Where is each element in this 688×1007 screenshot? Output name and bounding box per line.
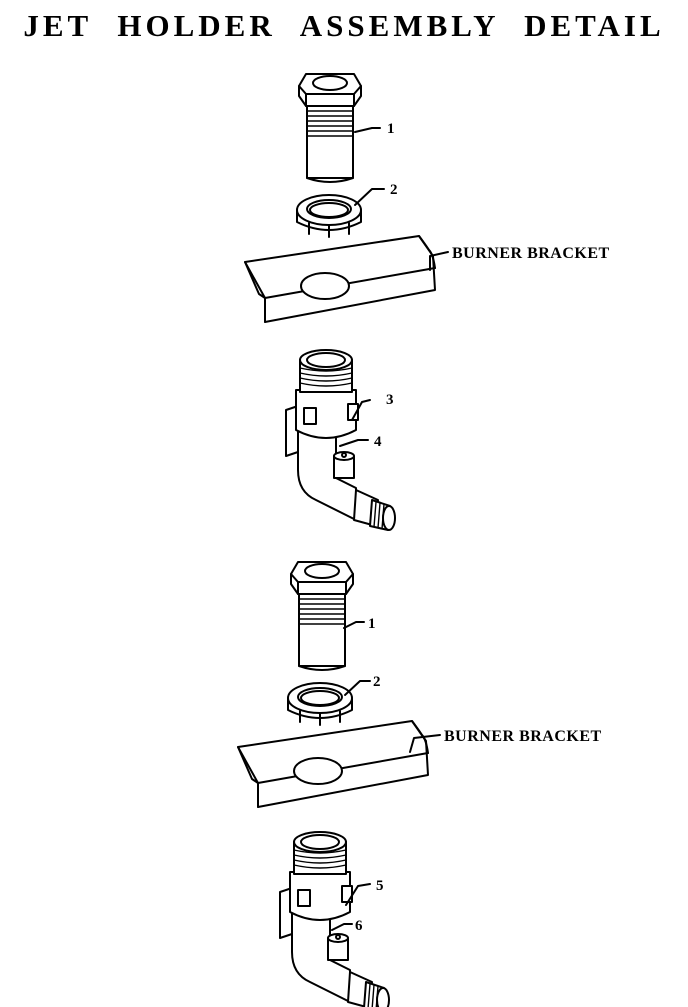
upper-leader-1 <box>354 127 381 133</box>
upper-leader-2 <box>354 188 385 206</box>
upper-burner-bracket-label: BURNER BRACKET <box>452 245 610 262</box>
upper-callout-2: 2 <box>390 182 398 198</box>
lower-burner-bracket <box>237 720 429 808</box>
lower-bracket-leader <box>409 734 441 753</box>
upper-leader-4 <box>339 439 369 447</box>
lower-leader-5 <box>345 883 371 906</box>
upper-assembly: 1 2 3 4 BURNER BRACKET <box>244 73 610 531</box>
lower-leader-1 <box>343 621 365 629</box>
upper-part-1-tube <box>298 73 362 183</box>
upper-callout-1: 1 <box>387 121 395 137</box>
lower-callout-5: 5 <box>376 878 384 894</box>
lower-part-1-tube <box>290 561 354 671</box>
lower-callout-1: 1 <box>368 616 376 632</box>
lower-assembly: 1 2 5 6 BURNER BRACKET <box>237 561 602 1007</box>
diagram-title: JET HOLDER ASSEMBLY DETAIL <box>23 8 665 43</box>
lower-callout-2: 2 <box>373 674 381 690</box>
lower-burner-bracket-label: BURNER BRACKET <box>444 728 602 745</box>
lower-jet-holder-elbow <box>279 831 390 1007</box>
upper-leader-3 <box>351 399 371 421</box>
lower-part-2-lock-nut <box>287 682 353 726</box>
upper-bracket-leader <box>429 251 449 271</box>
lower-leader-6 <box>331 923 353 931</box>
upper-part-2-lock-nut <box>296 194 362 238</box>
lower-leader-2 <box>344 680 371 696</box>
upper-burner-bracket <box>244 235 436 323</box>
lower-callout-6: 6 <box>355 918 363 934</box>
upper-callout-4: 4 <box>374 434 382 450</box>
upper-callout-3: 3 <box>386 392 394 408</box>
